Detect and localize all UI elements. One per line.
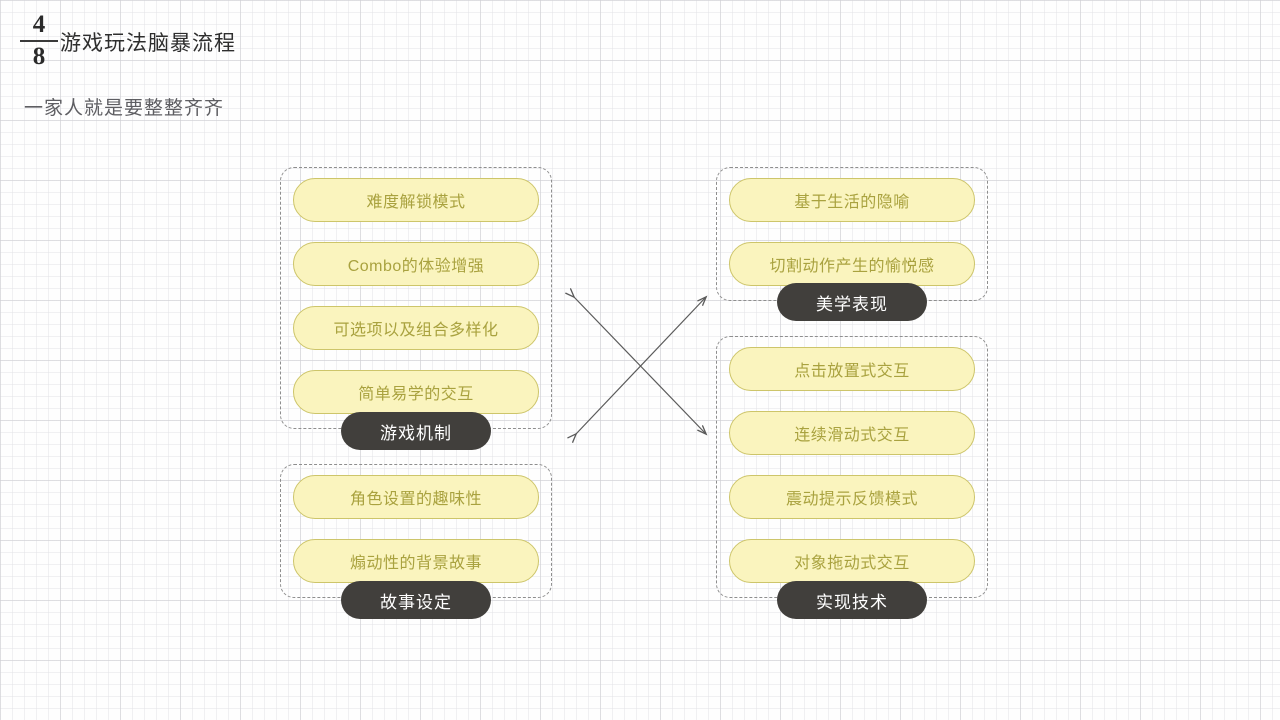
group-label-game-mechanics[interactable]: 游戏机制 bbox=[341, 412, 491, 450]
page-title: 游戏玩法脑暴流程 bbox=[60, 32, 236, 55]
page-number-fraction: 4 8 bbox=[18, 12, 60, 70]
list-item[interactable]: 难度解锁模式 bbox=[293, 178, 539, 222]
list-item[interactable]: 点击放置式交互 bbox=[729, 347, 975, 391]
list-item[interactable]: 可选项以及组合多样化 bbox=[293, 306, 539, 350]
group-aesthetic-expression-items: 基于生活的隐喻 切割动作产生的愉悦感 bbox=[717, 168, 987, 300]
group-implementation-technology[interactable]: 点击放置式交互 连续滑动式交互 震动提示反馈模式 对象拖动式交互 bbox=[716, 336, 988, 598]
group-implementation-technology-items: 点击放置式交互 连续滑动式交互 震动提示反馈模式 对象拖动式交互 bbox=[717, 337, 987, 597]
list-item[interactable]: 简单易学的交互 bbox=[293, 370, 539, 414]
list-item[interactable]: 切割动作产生的愉悦感 bbox=[729, 242, 975, 286]
list-item[interactable]: 震动提示反馈模式 bbox=[729, 475, 975, 519]
list-item[interactable]: 角色设置的趣味性 bbox=[293, 475, 539, 519]
fraction-bar bbox=[20, 40, 58, 42]
group-game-mechanics[interactable]: 难度解锁模式 Combo的体验增强 可选项以及组合多样化 简单易学的交互 bbox=[280, 167, 552, 429]
group-game-mechanics-items: 难度解锁模式 Combo的体验增强 可选项以及组合多样化 简单易学的交互 bbox=[281, 168, 551, 428]
list-item[interactable]: Combo的体验增强 bbox=[293, 242, 539, 286]
page-number-total: 8 bbox=[32, 43, 46, 70]
arrow-mechanics-to-technology bbox=[574, 297, 706, 434]
page-number-current: 4 bbox=[32, 11, 46, 38]
list-item[interactable]: 煽动性的背景故事 bbox=[293, 539, 539, 583]
group-label-story-setting[interactable]: 故事设定 bbox=[341, 581, 491, 619]
group-aesthetic-expression[interactable]: 基于生活的隐喻 切割动作产生的愉悦感 bbox=[716, 167, 988, 301]
group-story-setting-items: 角色设置的趣味性 煽动性的背景故事 bbox=[281, 465, 551, 597]
list-item[interactable]: 对象拖动式交互 bbox=[729, 539, 975, 583]
group-label-implementation-technology[interactable]: 实现技术 bbox=[777, 581, 927, 619]
page-subtitle: 一家人就是要整整齐齐 bbox=[24, 98, 225, 119]
list-item[interactable]: 基于生活的隐喻 bbox=[729, 178, 975, 222]
group-label-aesthetic-expression[interactable]: 美学表现 bbox=[777, 283, 927, 321]
slide-header: 4 8 游戏玩法脑暴流程 一家人就是要整整齐齐 bbox=[0, 0, 1280, 130]
list-item[interactable]: 连续滑动式交互 bbox=[729, 411, 975, 455]
group-story-setting[interactable]: 角色设置的趣味性 煽动性的背景故事 bbox=[280, 464, 552, 598]
arrow-story-to-aesthetic bbox=[576, 297, 706, 434]
